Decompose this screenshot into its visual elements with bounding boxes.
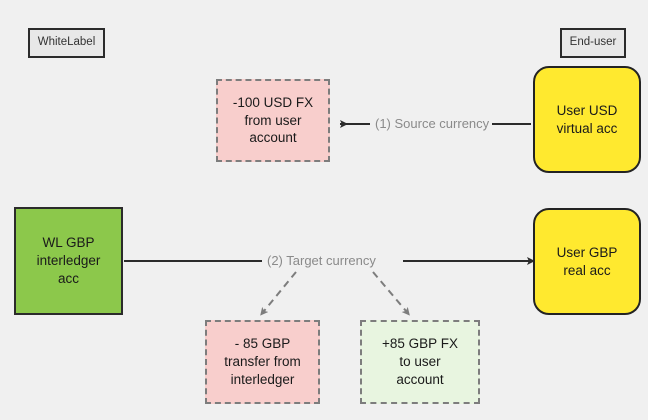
node-fx-from-user-label: -100 USD FX from user account — [232, 94, 314, 146]
right-gutter — [648, 0, 654, 420]
node-wl-gbp-interledger-acc[interactable]: WL GBP interledger acc — [14, 207, 123, 315]
edge-label-source-currency: (1) Source currency — [372, 117, 493, 130]
node-gbp-transfer-from-interledger[interactable]: - 85 GBP transfer from interledger — [205, 320, 320, 404]
node-user-gbp-real-acc-label: User GBP real acc — [556, 244, 618, 278]
node-gbp-transfer-from-interledger-label: - 85 GBP transfer from interledger — [224, 336, 301, 387]
pool-header-end-user[interactable]: End-user — [560, 28, 626, 58]
node-wl-gbp-interledger-acc-label: WL GBP interledger acc — [36, 235, 101, 286]
node-fx-from-user[interactable]: -100 USD FX from user account — [216, 79, 330, 162]
node-gbp-fx-to-user-label: +85 GBP FX to user account — [382, 336, 458, 387]
node-user-usd-virtual-acc[interactable]: User USD virtual acc — [533, 66, 641, 173]
node-user-gbp-real-acc[interactable]: User GBP real acc — [533, 208, 641, 315]
pool-header-whitelabel-label: WhiteLabel — [37, 36, 96, 49]
node-gbp-fx-to-user[interactable]: +85 GBP FX to user account — [360, 320, 480, 404]
edge-label-target-currency: (2) Target currency — [264, 254, 379, 267]
node-user-usd-virtual-acc-label: User USD virtual acc — [556, 102, 618, 136]
pool-header-whitelabel[interactable]: WhiteLabel — [28, 28, 105, 58]
pool-header-end-user-label: End-user — [569, 36, 617, 49]
edge-to-transfer-note — [260, 271, 297, 316]
edge-to-fx-note — [372, 271, 410, 316]
